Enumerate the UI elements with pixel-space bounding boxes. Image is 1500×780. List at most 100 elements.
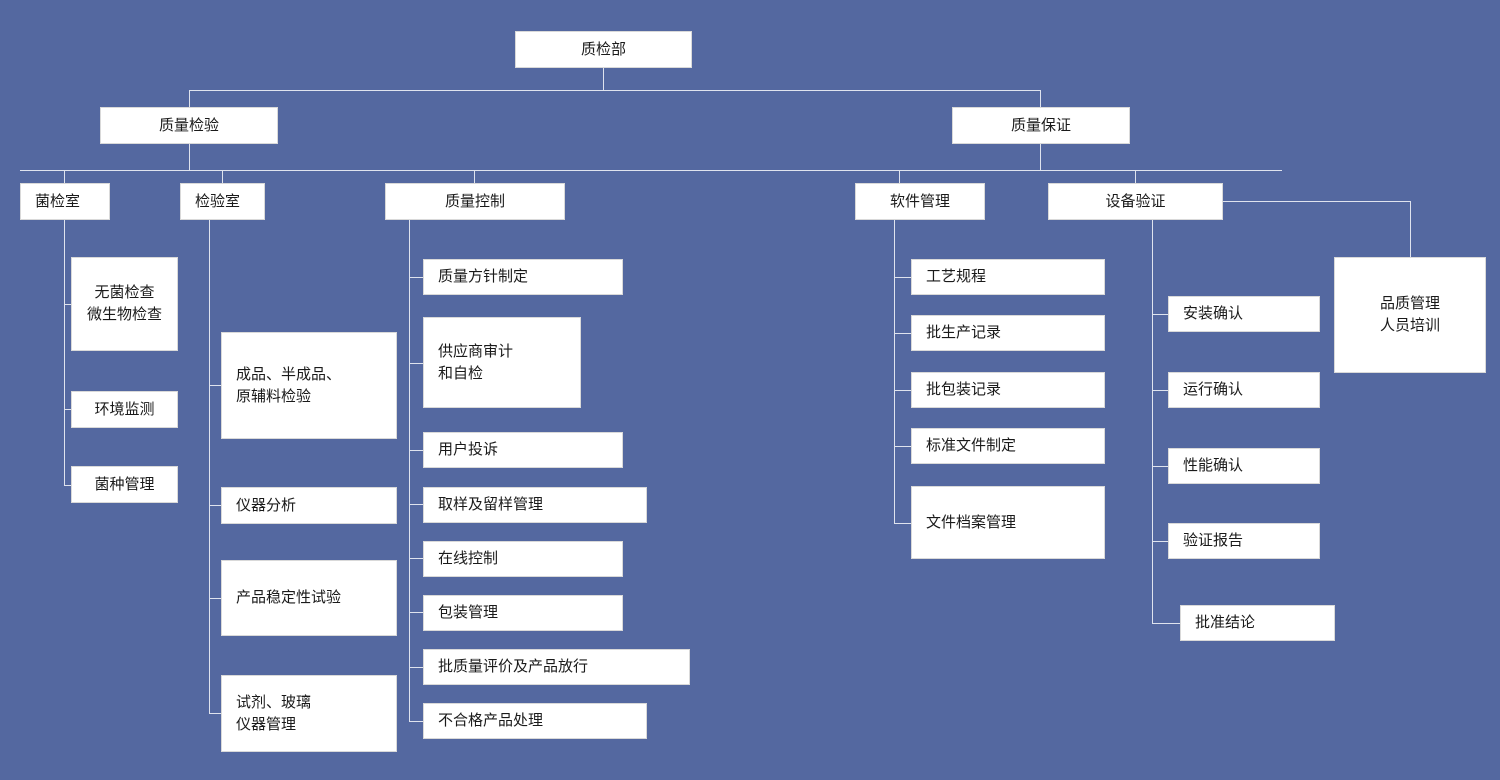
connector-level3-stub-4 (899, 170, 900, 183)
node-performance-qualification[interactable]: 性能确认 (1168, 448, 1320, 484)
node-standard-document-formulation[interactable]: 标准文件制定 (911, 428, 1105, 464)
connector-quality-inspection-down (189, 143, 190, 170)
node-label: 软件管理 (889, 192, 950, 210)
connector-training-vertical (1410, 201, 1411, 257)
node-software-management[interactable]: 软件管理 (855, 183, 985, 220)
node-label: 无菌检查 微生物检查 (86, 284, 162, 323)
connector-ruanjianguanli-branch-2 (894, 333, 911, 334)
connector-ruanjianguanli-branch-1 (894, 277, 911, 278)
connector-shebeiyanzheng-branch-1 (1152, 314, 1168, 315)
node-label: 质量保证 (1010, 116, 1071, 134)
node-label: 质量方针制定 (438, 268, 529, 286)
connector-level3-stub-3 (474, 170, 475, 183)
node-finished-semifinished-raw-material-testing[interactable]: 成品、半成品、 原辅料检验 (221, 332, 397, 439)
node-microbiology-lab[interactable]: 菌检室 (20, 183, 110, 220)
node-sampling-retention-management[interactable]: 取样及留样管理 (423, 487, 647, 523)
connector-zhiliangkongzhi-branch-2 (409, 363, 423, 364)
node-label: 包装管理 (438, 604, 499, 622)
connector-zhiliangkongzhi-branch-6 (409, 612, 423, 613)
node-nonconforming-product-handling[interactable]: 不合格产品处理 (423, 703, 647, 739)
connector-ruanjianguanli-branch-4 (894, 446, 911, 447)
node-label: 用户投诉 (438, 441, 499, 459)
node-reagent-glassware-management[interactable]: 试剂、玻璃 仪器管理 (221, 675, 397, 752)
node-label: 试剂、玻璃 仪器管理 (236, 693, 312, 733)
node-label: 批生产记录 (926, 324, 1002, 342)
node-quality-policy-formulation[interactable]: 质量方针制定 (423, 259, 623, 295)
node-environmental-monitoring[interactable]: 环境监测 (71, 391, 178, 428)
node-label: 不合格产品处理 (438, 712, 544, 730)
node-installation-qualification[interactable]: 安装确认 (1168, 296, 1320, 332)
node-label: 质检部 (580, 40, 626, 58)
node-document-archive-management[interactable]: 文件档案管理 (911, 486, 1105, 559)
node-batch-quality-evaluation-release[interactable]: 批质量评价及产品放行 (423, 649, 690, 685)
node-label: 性能确认 (1183, 457, 1244, 475)
connector-zhiliangkongzhi-branch-8 (409, 721, 423, 722)
connector-jianyanshi-branch-3 (209, 598, 221, 599)
node-batch-production-record[interactable]: 批生产记录 (911, 315, 1105, 351)
connector-junjianshi-spine (64, 219, 65, 485)
connector-shebeiyanzheng-branch-2 (1152, 390, 1168, 391)
connector-jianyanshi-branch-1 (209, 385, 221, 386)
connector-shebeiyanzheng-spine (1152, 219, 1153, 624)
node-testing-lab[interactable]: 检验室 (180, 183, 265, 220)
connector-jianyanshi-spine (209, 219, 210, 714)
node-batch-packaging-record[interactable]: 批包装记录 (911, 372, 1105, 408)
connector-zhiliangkongzhi-branch-4 (409, 504, 423, 505)
node-approval-conclusion[interactable]: 批准结论 (1180, 605, 1335, 641)
node-quality-assurance[interactable]: 质量保证 (952, 107, 1130, 144)
connector-level3-bus (20, 170, 1282, 171)
node-label: 文件档案管理 (926, 513, 1017, 531)
node-quality-control[interactable]: 质量控制 (385, 183, 565, 220)
connector-root-down (603, 67, 604, 90)
connector-ruanjianguanli-branch-3 (894, 390, 911, 391)
node-equipment-validation[interactable]: 设备验证 (1048, 183, 1223, 220)
connector-ruanjianguanli-spine (894, 219, 895, 523)
connector-zhiliangkongzhi-branch-1 (409, 277, 423, 278)
node-operational-qualification[interactable]: 运行确认 (1168, 372, 1320, 408)
node-label: 批质量评价及产品放行 (438, 658, 589, 676)
node-label: 菌检室 (35, 192, 81, 210)
connector-junjianshi-branch-1 (64, 304, 71, 305)
node-process-regulations[interactable]: 工艺规程 (911, 259, 1105, 295)
connector-level3-stub-1 (64, 170, 65, 183)
node-label: 仪器分析 (236, 496, 297, 514)
node-label: 批准结论 (1195, 614, 1256, 632)
node-root-quality-department[interactable]: 质检部 (515, 31, 692, 68)
node-label: 产品稳定性试验 (236, 589, 342, 607)
connector-zhiliangkongzhi-spine (409, 219, 410, 722)
node-label: 设备验证 (1105, 192, 1166, 210)
node-quality-inspection[interactable]: 质量检验 (100, 107, 278, 144)
node-label: 标准文件制定 (926, 437, 1017, 455)
node-packaging-management[interactable]: 包装管理 (423, 595, 623, 631)
node-label: 安装确认 (1183, 305, 1244, 323)
node-validation-report[interactable]: 验证报告 (1168, 523, 1320, 559)
connector-zhiliangkongzhi-branch-7 (409, 667, 423, 668)
connector-zhiliangkongzhi-branch-5 (409, 558, 423, 559)
connector-jianyanshi-branch-4 (209, 713, 221, 714)
connector-junjianshi-branch-3 (64, 485, 71, 486)
connector-shebeiyanzheng-branch-5 (1152, 623, 1180, 624)
node-label: 环境监测 (94, 400, 155, 418)
node-label: 质量控制 (444, 192, 505, 210)
node-product-stability-test[interactable]: 产品稳定性试验 (221, 560, 397, 636)
connector-junjianshi-branch-2 (64, 409, 71, 410)
connector-level2-right-down (1040, 90, 1041, 107)
node-strain-management[interactable]: 菌种管理 (71, 466, 178, 503)
node-label: 检验室 (195, 192, 241, 210)
node-label: 运行确认 (1183, 381, 1244, 399)
node-label: 供应商审计 和自检 (438, 342, 514, 382)
node-instrument-analysis[interactable]: 仪器分析 (221, 487, 397, 524)
node-online-control[interactable]: 在线控制 (423, 541, 623, 577)
node-customer-complaints[interactable]: 用户投诉 (423, 432, 623, 468)
node-label: 菌种管理 (94, 475, 155, 493)
connector-level3-stub-2 (222, 170, 223, 183)
connector-level2-bus (189, 90, 1041, 91)
node-supplier-audit-self-inspection[interactable]: 供应商审计 和自检 (423, 317, 581, 408)
connector-shebeiyanzheng-branch-4 (1152, 541, 1168, 542)
node-label: 批包装记录 (926, 381, 1002, 399)
node-label: 取样及留样管理 (438, 496, 544, 514)
node-sterility-microbial-inspection[interactable]: 无菌检查 微生物检查 (71, 257, 178, 351)
node-label: 在线控制 (438, 550, 499, 568)
node-quality-management-personnel-training[interactable]: 品质管理 人员培训 (1334, 257, 1486, 373)
